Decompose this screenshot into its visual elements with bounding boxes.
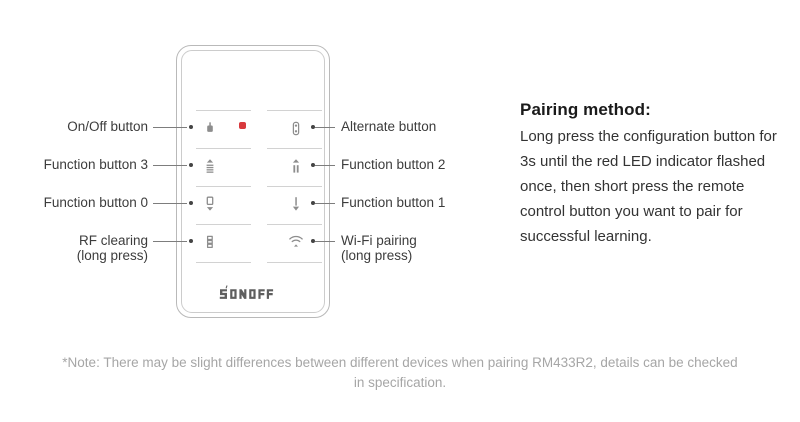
callout-label-function-button-0: Function button 0 <box>43 195 148 210</box>
callout-dot <box>311 201 315 205</box>
remote-control-body <box>176 45 330 318</box>
key-divider <box>267 186 322 187</box>
key-divider <box>196 110 251 111</box>
key-divider <box>267 110 322 111</box>
callout-line <box>315 165 335 166</box>
callout-line <box>153 241 187 242</box>
key-divider <box>196 186 251 187</box>
key-divider <box>196 224 251 225</box>
pairing-method-panel: Pairing method: Long press the configura… <box>520 100 782 249</box>
up-stop-icon[interactable] <box>283 153 309 179</box>
key-divider <box>196 148 251 149</box>
callout-dot <box>189 163 193 167</box>
callout-dot <box>311 163 315 167</box>
callout-dot <box>311 239 315 243</box>
footnote-text: *Note: There may be slight differences b… <box>62 355 738 390</box>
wifi-icon[interactable] <box>283 229 309 255</box>
callout-label-on-off-button: On/Off button <box>67 119 148 134</box>
callout-label-rf-clearing: RF clearing (long press) <box>76 233 148 263</box>
down-arrow-icon[interactable] <box>283 191 309 217</box>
callout-dot <box>189 239 193 243</box>
callout-line <box>315 203 335 204</box>
key-divider <box>196 262 251 263</box>
blinds-down-icon[interactable] <box>197 191 223 217</box>
callout-label-function-button-1: Function button 1 <box>341 195 446 210</box>
pairing-method-body: Long press the configuration button for … <box>520 128 777 245</box>
callout-dot <box>189 125 193 129</box>
callout-label-wifi-pairing: Wi-Fi pairing (long press) <box>341 233 417 263</box>
power-button-icon[interactable] <box>197 115 223 141</box>
red-led-indicator <box>239 122 246 129</box>
callout-label-function-button-2: Function button 2 <box>341 157 446 172</box>
alternate-switch-icon[interactable] <box>283 115 309 141</box>
remote-inner-bezel <box>181 50 325 313</box>
rf-signal-icon[interactable] <box>197 229 223 255</box>
callout-label-alternate-button: Alternate button <box>341 119 437 134</box>
callout-dot <box>189 201 193 205</box>
callout-line <box>315 127 335 128</box>
key-divider <box>267 224 322 225</box>
callout-label-function-button-3: Function button 3 <box>43 157 148 172</box>
callout-line <box>153 203 187 204</box>
callout-line <box>315 241 335 242</box>
sonoff-logo <box>176 284 330 304</box>
callout-line <box>153 165 187 166</box>
blinds-up-icon[interactable] <box>197 153 223 179</box>
callout-dot <box>311 125 315 129</box>
key-divider <box>267 262 322 263</box>
key-divider <box>267 148 322 149</box>
callout-line <box>153 127 187 128</box>
pairing-method-title: Pairing method: <box>520 100 651 119</box>
